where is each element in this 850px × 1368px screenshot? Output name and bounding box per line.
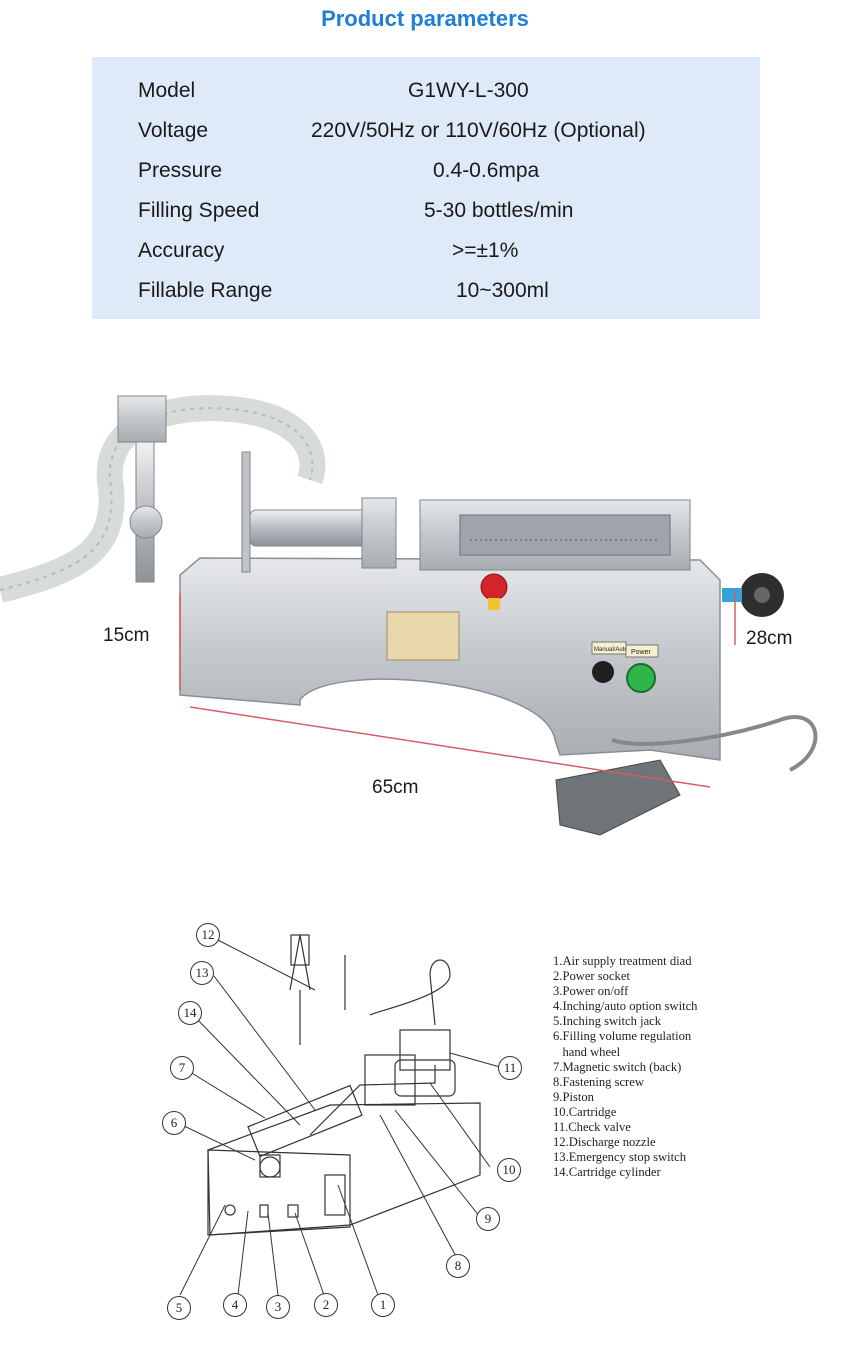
foot-pedal	[555, 759, 681, 836]
legend-item: 6.Filling volume regulation	[553, 1029, 692, 1044]
emergency-stop	[480, 573, 508, 601]
mode-switch	[592, 661, 614, 683]
support-rod	[241, 451, 251, 573]
legend-item: 4.Inching/auto option switch	[553, 999, 698, 1014]
dim-line-65cm	[189, 706, 711, 788]
legend-item: 11.Check valve	[553, 1120, 631, 1135]
callout-9: 9	[476, 1207, 500, 1231]
parts-legend: 1.Air supply treatment diad 2.Power sock…	[553, 954, 843, 1180]
name-plate	[386, 611, 460, 661]
cartridge	[249, 509, 371, 547]
parts-diagram	[179, 934, 501, 1296]
callout-13: 13	[190, 961, 214, 985]
callout-2: 2	[314, 1293, 338, 1317]
legend-item: 5.Inching switch jack	[553, 1014, 662, 1029]
piston-block	[361, 497, 397, 569]
param-row-fillable-range: Fillable Range 10~300ml	[92, 271, 760, 311]
page-title: Product parameters	[321, 6, 529, 31]
machine-photo: Manual/Auto Power	[0, 395, 818, 836]
legend-item: 12.Discharge nozzle	[553, 1135, 656, 1150]
param-row-pressure: Pressure 0.4-0.6mpa	[92, 151, 760, 191]
param-value: G1WY-L-300	[408, 79, 529, 102]
legend-item: 13.Emergency stop switch	[553, 1150, 687, 1165]
callout-6: 6	[162, 1111, 186, 1135]
callout-4: 4	[223, 1293, 247, 1317]
power-plate-label: Power	[631, 649, 652, 656]
callout-8: 8	[446, 1254, 470, 1278]
param-label: Pressure	[138, 159, 223, 182]
dimension-15cm: 15cm	[103, 625, 150, 646]
param-label: Model	[138, 79, 196, 102]
legend-item: 7.Magnetic switch (back)	[553, 1059, 682, 1074]
param-value: 0.4-0.6mpa	[433, 159, 540, 182]
nozzle-cylinder	[117, 395, 167, 443]
legend-item: 8.Fastening screw	[553, 1074, 644, 1089]
callout-3: 3	[266, 1295, 290, 1319]
legend-item: 9.Piston	[553, 1089, 594, 1104]
param-row-voltage: Voltage 220V/50Hz or 110V/60Hz (Optional…	[92, 111, 760, 151]
legend-item: 14.Cartridge cylinder	[553, 1165, 661, 1180]
callout-14: 14	[178, 1001, 202, 1025]
param-label: Voltage	[138, 119, 209, 142]
pedal-cable	[611, 715, 818, 772]
legend-item: 3.Power on/off	[553, 984, 629, 999]
manual-auto-plate-label: Manual/Auto	[594, 647, 628, 653]
callout-5: 5	[167, 1296, 191, 1320]
callout-12: 12	[196, 923, 220, 947]
param-row-filling-speed: Filling Speed 5-30 bottles/min	[92, 191, 760, 231]
callout-7: 7	[170, 1056, 194, 1080]
param-value: 5-30 bottles/min	[424, 199, 574, 222]
callout-10: 10	[497, 1158, 521, 1182]
power-button	[626, 663, 656, 693]
legend-item: hand wheel	[553, 1044, 621, 1059]
param-row-model: Model G1WY-L-300	[92, 71, 760, 111]
param-label: Filling Speed	[138, 199, 260, 222]
param-value: 220V/50Hz or 110V/60Hz (Optional)	[311, 119, 646, 142]
legend-item: 2.Power socket	[553, 969, 630, 984]
param-value: 10~300ml	[456, 279, 549, 302]
legend-item: 1.Air supply treatment diad	[553, 954, 692, 968]
dimension-65cm: 65cm	[372, 777, 419, 798]
parameters-table: Model G1WY-L-300 Voltage 220V/50Hz or 11…	[92, 57, 760, 319]
param-label: Fillable Range	[138, 279, 273, 302]
callout-1: 1	[371, 1293, 395, 1317]
legend-item: 10.Cartridge	[553, 1104, 617, 1119]
dimension-28cm: 28cm	[746, 628, 793, 649]
param-row-accuracy: Accuracy >=±1%	[92, 231, 760, 271]
param-label: Accuracy	[138, 239, 225, 262]
param-value: >=±1%	[452, 239, 519, 262]
callout-11: 11	[498, 1056, 522, 1080]
